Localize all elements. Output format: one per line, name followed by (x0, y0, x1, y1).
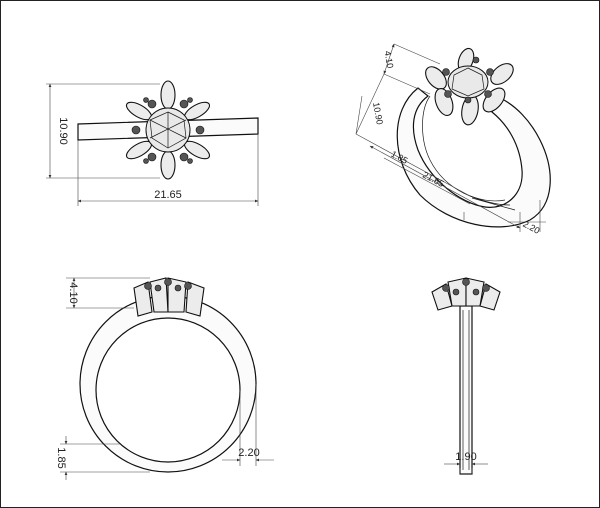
side-view-shank (459, 305, 473, 475)
top-view-height-label: 10.90 (57, 117, 69, 145)
perspective-height-label: 10.90 (371, 102, 385, 126)
top-view-width-label: 21.65 (154, 189, 182, 201)
top-view-accent-stones (131, 97, 205, 164)
side-view (431, 277, 501, 475)
top-view (46, 80, 259, 206)
front-view (60, 277, 274, 480)
side-view-head (431, 277, 501, 311)
front-view-base-label: 1.85 (55, 447, 67, 468)
perspective-top-label: 4.10 (383, 50, 396, 69)
perspective-accent-stones (442, 56, 494, 104)
perspective-length-label-b: 2.20 (521, 219, 541, 236)
front-view-head (133, 277, 205, 317)
front-view-head-height-label: 4.10 (67, 282, 79, 303)
side-view-band-width-label: 1.90 (455, 451, 476, 463)
front-view-ring-inner (95, 317, 241, 463)
perspective-center-stone (447, 65, 489, 99)
front-view-band-thickness-label: 2.20 (238, 447, 259, 459)
perspective-view (355, 43, 551, 232)
